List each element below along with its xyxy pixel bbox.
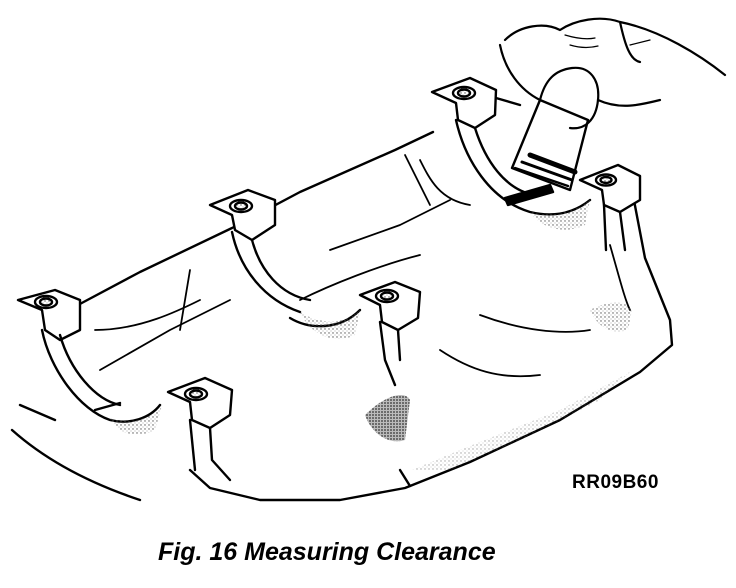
bearing-cap-1 [16,288,162,423]
measuring-scale [510,98,590,192]
bearing-cap-2 [208,188,362,328]
bearing-cap-3 [358,280,422,387]
journal-shading [110,200,632,470]
bearing-cap-5 [430,76,642,252]
plastigage-strip [503,183,555,207]
hand [498,17,727,130]
figure-caption: Fig. 16 Measuring Clearance [158,538,496,566]
figure-reference-code: RR09B60 [572,472,659,493]
bearing-cap-4 [166,376,234,482]
